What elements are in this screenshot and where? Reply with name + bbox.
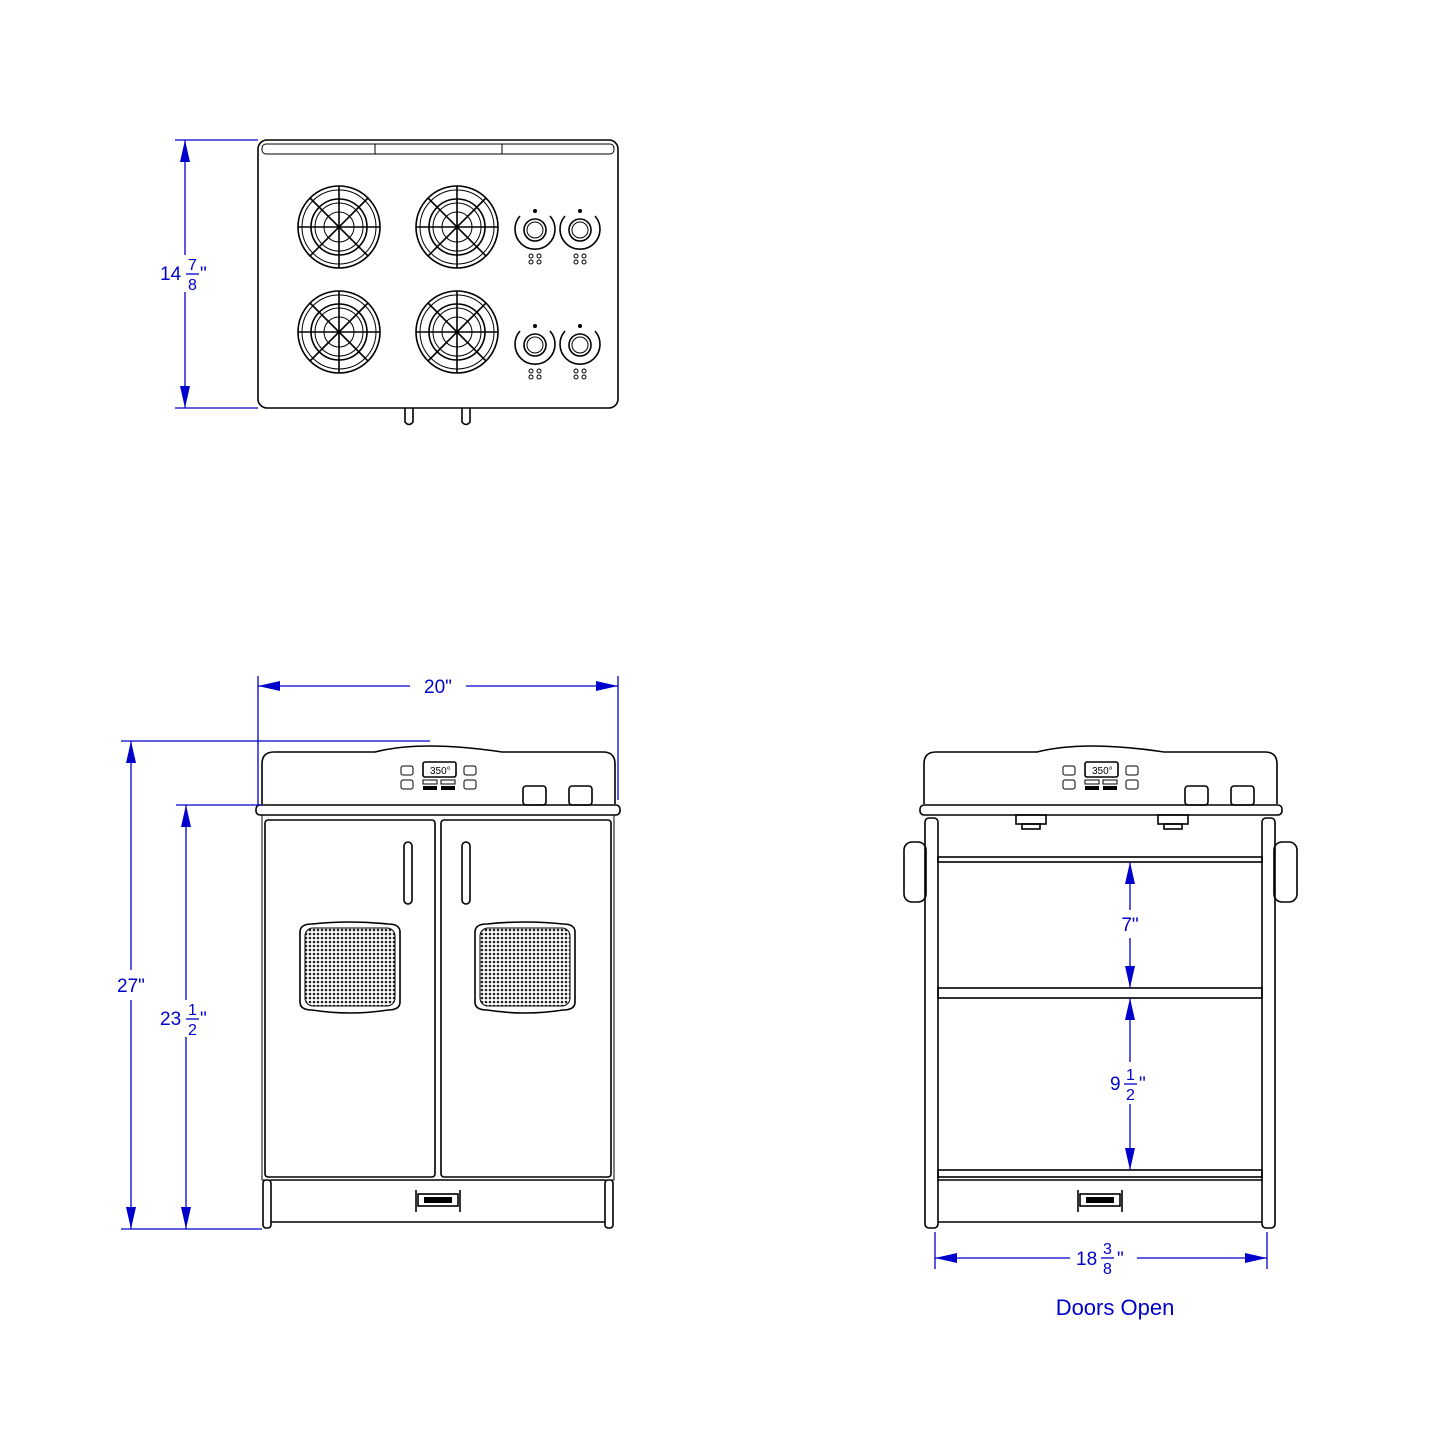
shelf	[937, 987, 1263, 999]
dimension-label: 20"	[424, 677, 452, 698]
dimension-unit: "	[200, 264, 207, 285]
oven-display: 350°	[1092, 766, 1113, 777]
brand-logo	[415, 1189, 461, 1213]
oven-window	[479, 927, 571, 1007]
knob-icon	[559, 208, 601, 265]
dimension-denominator: 8	[1103, 1261, 1112, 1278]
dimension-whole: 23	[160, 1009, 181, 1030]
dimension-numerator: 1	[188, 1002, 197, 1019]
view-caption: Doors Open	[1056, 1295, 1175, 1320]
oven-window	[304, 927, 396, 1007]
dimension-denominator: 2	[1126, 1087, 1135, 1104]
dimension-unit: "	[1117, 1249, 1124, 1270]
dimension-inner-width: 18 3 8 "	[934, 1232, 1268, 1278]
door-handle	[461, 841, 471, 905]
dimension-counter-height: 23 1 2 "	[160, 804, 262, 1229]
dimension-label: 7"	[1121, 915, 1138, 936]
dimension-numerator: 7	[188, 257, 197, 274]
dimension-upper-shelf: 7"	[1121, 862, 1139, 988]
shelf	[937, 856, 1263, 863]
shelf	[937, 1169, 1263, 1178]
oven-display: 350°	[430, 766, 451, 777]
burner-icon	[415, 185, 499, 269]
dimension-unit: "	[200, 1009, 207, 1030]
dimension-whole: 14	[160, 264, 182, 285]
top-view	[257, 139, 619, 426]
dimension-lower-shelf: 9 1 2 "	[1110, 998, 1146, 1170]
burner-icon	[297, 185, 381, 269]
dimension-denominator: 2	[188, 1022, 197, 1039]
dimension-whole: 9	[1110, 1074, 1121, 1095]
burner-icon	[297, 290, 381, 374]
knob-icon	[559, 323, 601, 380]
door-handle	[403, 841, 413, 905]
dimension-numerator: 3	[1103, 1241, 1112, 1258]
knob-icon	[514, 208, 556, 265]
dimension-unit: "	[1139, 1074, 1146, 1095]
burner-icon	[415, 290, 499, 374]
door-handle	[1273, 841, 1298, 903]
dimension-numerator: 1	[1126, 1067, 1135, 1084]
dimension-denominator: 8	[188, 277, 197, 294]
knob-icon	[514, 323, 556, 380]
dimension-height: 27"	[117, 740, 430, 1230]
dimension-whole: 18	[1076, 1249, 1097, 1270]
front-view: 350°	[255, 745, 621, 1229]
dimension-depth: 14 7 8 "	[160, 139, 258, 409]
doors-open-view: 350°	[903, 745, 1298, 1229]
door-handle	[903, 841, 927, 903]
brand-logo	[1077, 1189, 1123, 1213]
dimension-label: 27"	[117, 976, 145, 997]
